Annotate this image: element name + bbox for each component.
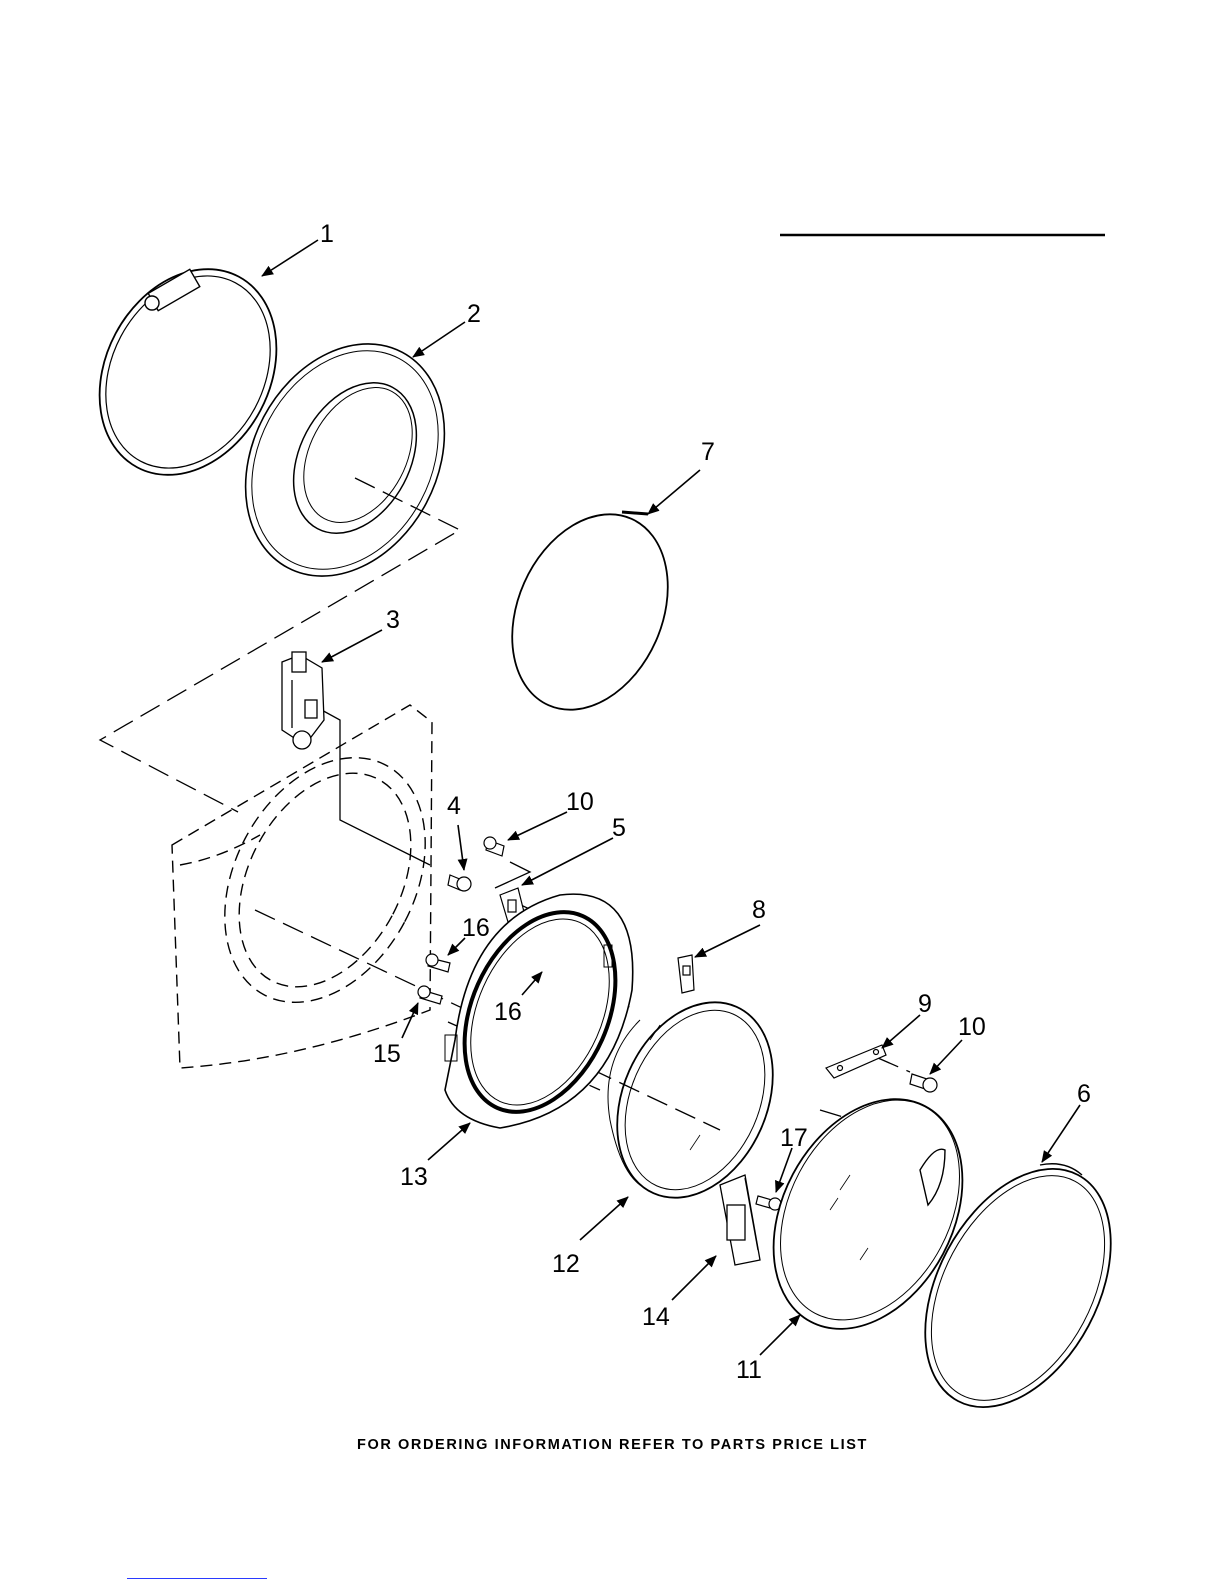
callout-12: 12 (552, 1250, 580, 1278)
callout-11: 11 (736, 1356, 762, 1384)
part-17-screw (756, 1196, 781, 1210)
part-10-screw-upper (484, 837, 504, 856)
callout-10-lower: 10 (958, 1013, 986, 1041)
callout-17: 17 (780, 1124, 808, 1152)
callout-4: 4 (447, 792, 461, 820)
bottom-link-underline[interactable] (127, 1578, 267, 1579)
part-10-screw-lower (910, 1074, 937, 1092)
part-2-front-seal (206, 309, 483, 611)
front-panel-outline (172, 705, 465, 1068)
callout-5: 5 (612, 814, 626, 842)
callout-1: 1 (320, 220, 334, 248)
callout-16-upper: 16 (462, 914, 490, 942)
part-1-clamp-band (65, 238, 311, 506)
part-3-clip (282, 652, 324, 749)
callout-7: 7 (701, 438, 715, 466)
callout-14: 14 (642, 1303, 670, 1331)
clip-connector-line (318, 708, 430, 865)
callout-3: 3 (386, 606, 400, 634)
callout-9: 9 (918, 990, 932, 1018)
part-11-outer-door (736, 1066, 1001, 1361)
callout-10-upper: 10 (566, 788, 594, 816)
callout-6: 6 (1077, 1080, 1091, 1108)
part-14-hinge (720, 1175, 760, 1265)
part-9-bracket (826, 1045, 886, 1078)
part-8-latch (678, 955, 694, 993)
part-7-wire-spring (483, 490, 698, 735)
part-4-bolt (448, 875, 471, 891)
callout-16-lower: 16 (494, 998, 522, 1026)
ordering-info-footer: FOR ORDERING INFORMATION REFER TO PARTS … (0, 1437, 1225, 1453)
callout-15: 15 (373, 1040, 401, 1068)
callout-8: 8 (752, 896, 766, 924)
callout-13: 13 (400, 1163, 428, 1191)
callout-2: 2 (467, 300, 481, 328)
